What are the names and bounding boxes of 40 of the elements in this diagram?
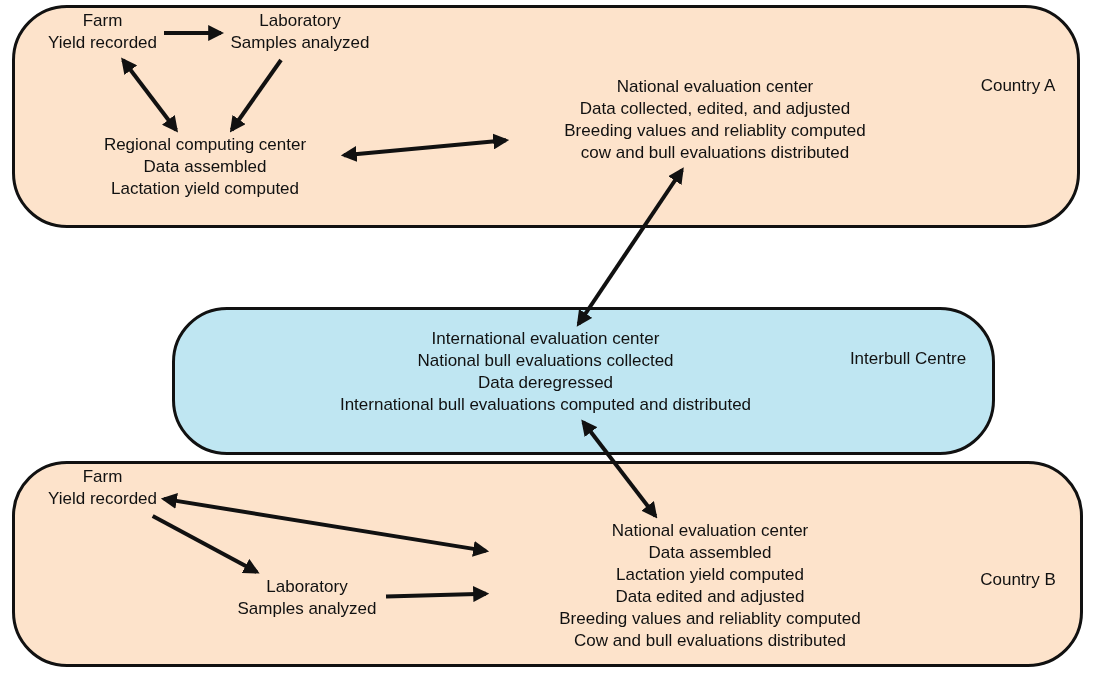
region-label: Country B <box>979 569 1057 591</box>
arrow <box>581 419 658 519</box>
region-label: Country A <box>979 75 1057 97</box>
process-step: Yield recorded <box>45 32 160 54</box>
region-band <box>12 5 1080 228</box>
process-step: Data assembled <box>490 542 930 564</box>
process-step: International bull evaluations computed and distributed <box>318 394 773 416</box>
process-title: International evaluation center <box>430 328 661 350</box>
arrow <box>340 133 510 162</box>
process-title: Laboratory <box>265 576 349 598</box>
process-title: Farm <box>81 10 124 32</box>
arrow <box>576 167 684 327</box>
process-step: Data collected, edited, and adjusted <box>510 98 920 120</box>
arrow <box>229 58 283 133</box>
process-title: National evaluation center <box>610 520 810 542</box>
process-step: National bull evaluations collected <box>318 350 773 372</box>
process-step: Cow and bull evaluations distributed <box>490 630 930 652</box>
region-band <box>12 461 1083 667</box>
arrow <box>121 57 179 133</box>
process-step: Breeding values and reliablity computed <box>510 120 920 142</box>
process-step: Data edited and adjusted <box>490 586 930 608</box>
process-title: National evaluation center <box>615 76 815 98</box>
arrow <box>164 25 225 41</box>
arrow <box>385 586 490 603</box>
arrow <box>151 514 260 574</box>
process-step: Samples analyzed <box>225 32 375 54</box>
arrow <box>160 493 490 557</box>
process-step: Yield recorded <box>45 488 160 510</box>
region-label: Interbull Centre <box>848 348 968 370</box>
region-band <box>172 307 995 455</box>
process-step: Samples analyzed <box>232 598 382 620</box>
process-step: Data assembled <box>70 156 340 178</box>
process-step: cow and bull evaluations distributed <box>510 142 920 164</box>
process-step: Lactation yield computed <box>70 178 340 200</box>
process-title: Regional computing center <box>102 134 308 156</box>
process-step: Breeding values and reliablity computed <box>490 608 930 630</box>
process-step: Data deregressed <box>318 372 773 394</box>
process-title: Laboratory <box>258 10 342 32</box>
process-title: Farm <box>81 466 124 488</box>
process-step: Lactation yield computed <box>490 564 930 586</box>
